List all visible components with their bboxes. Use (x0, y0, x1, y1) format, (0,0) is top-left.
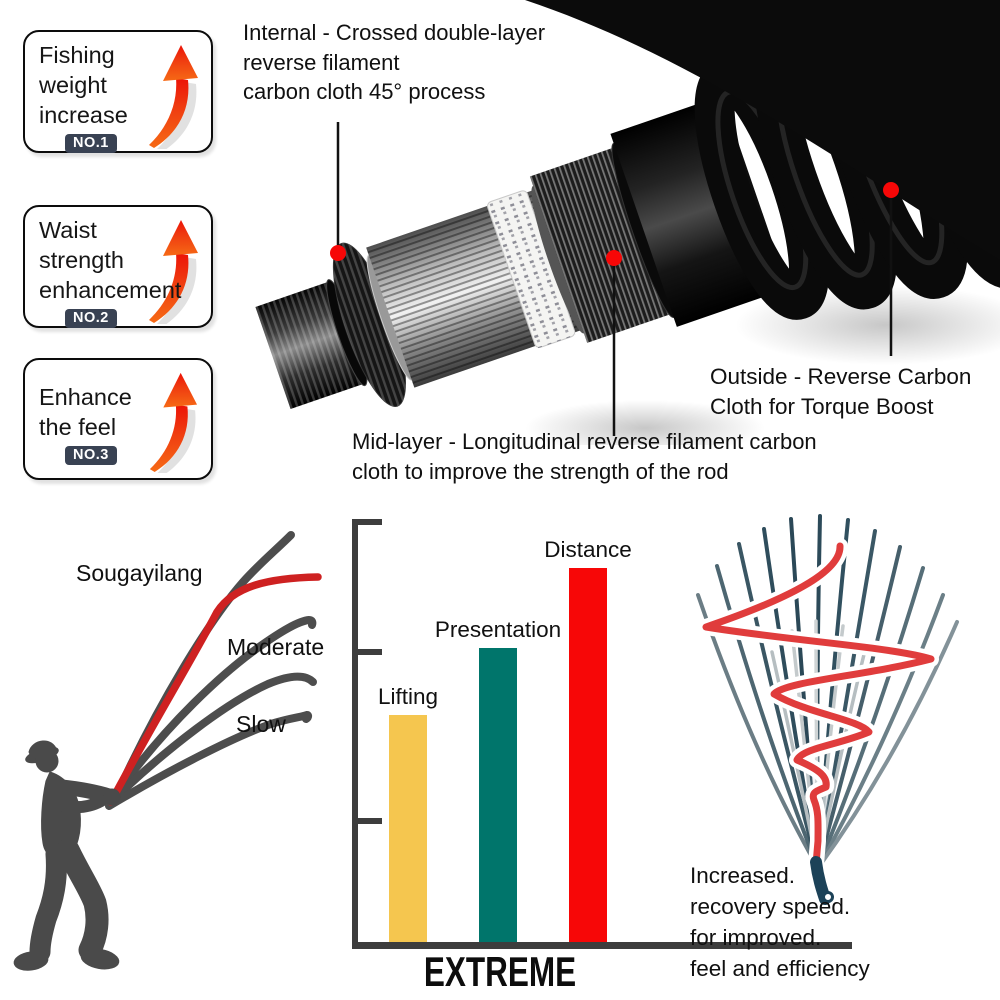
feature-2-line1: Waist (39, 217, 97, 243)
feature-3-badge: NO.3 (65, 446, 117, 465)
recovery-line2: recovery speed. (690, 894, 851, 919)
rod-butt-ring (822, 891, 834, 903)
curve-sougayilang-red (107, 573, 322, 806)
feature-3-line1: Enhance (39, 384, 132, 410)
chart-y-axis (352, 519, 358, 949)
chart-column-distance: Distance (508, 537, 668, 942)
feature-3-line2: the feel (39, 414, 117, 440)
rod-action-comparison-illustration (13, 531, 322, 971)
feature-2-line3: enhancement (39, 277, 182, 303)
chart-bar-distance (569, 568, 607, 942)
curve-slow (105, 710, 313, 810)
label-moderate: Moderate (227, 634, 325, 660)
annotation-internal-line3: carbon cloth 45° process (243, 79, 486, 104)
bar-label-lifting: Lifting (377, 684, 439, 709)
chart-y-tick (352, 818, 382, 824)
rod-cutaway-illustration (255, 0, 1000, 445)
chart-y-tick (352, 519, 382, 525)
damped-wave (698, 538, 939, 872)
annotation-internal-line2: reverse filament (243, 49, 400, 75)
recovery-note: Increased. recovery speed. for improved.… (690, 860, 870, 984)
feature-box-3: Enhance the feel NO.3 (23, 358, 213, 480)
recovery-oscillation-illustration (696, 514, 959, 905)
recovery-line1: Increased. (690, 863, 796, 888)
annotation-mid-layer: Mid-layer - Longitudinal reverse filamen… (352, 427, 817, 486)
chart-bar-lifting (389, 715, 427, 942)
internal-marker-dot (330, 245, 346, 261)
label-sougayilang: Sougayilang (76, 560, 203, 586)
annotation-outside-line1: Outside - Reverse Carbon (710, 364, 972, 389)
fisherman-hand (103, 788, 121, 806)
chart-x-axis (352, 942, 852, 949)
annotation-internal-line1: Internal - Crossed double-layer (243, 20, 546, 45)
feature-2-line2: strength (39, 247, 124, 273)
feature-1-line3: increase (39, 102, 128, 128)
fisherman-silhouette (13, 740, 120, 971)
feature-1-badge: NO.1 (65, 134, 117, 153)
recovery-line4: feel and efficiency (690, 956, 870, 981)
chart-bar-presentation (479, 648, 517, 942)
feature-1-line1: Fishing (39, 42, 115, 68)
chart-column-lifting: Lifting (328, 684, 488, 942)
bar-label-distance: Distance (544, 537, 632, 562)
up-arrow-icon (149, 220, 198, 324)
curve-mid-gray (108, 672, 317, 805)
rod-outer-mass (525, 0, 1000, 260)
feature-1-line2: weight (39, 72, 107, 98)
chart-x-axis-title: EXTREME (423, 948, 577, 995)
label-slow: Slow (236, 711, 286, 737)
outside-marker-dot (883, 182, 899, 198)
chart-column-presentation: Presentation (418, 617, 578, 942)
annotation-mid-layer-line2: cloth to improve the strength of the rod (352, 458, 729, 484)
chart-y-tick (352, 649, 382, 655)
mid-layer-marker-dot (606, 250, 622, 266)
up-arrow-icon (149, 45, 198, 149)
feature-box-2: Waist strength enhancement NO.2 (23, 205, 213, 328)
annotation-outside: Outside - Reverse Carbon Cloth for Torqu… (710, 362, 971, 422)
annotation-mid-layer-line1: Mid-layer - Longitudinal reverse filamen… (352, 429, 817, 454)
annotation-outside-line2: Cloth for Torque Boost (710, 394, 934, 419)
feature-2-badge: NO.2 (65, 309, 117, 328)
up-arrow-icon (149, 372, 198, 473)
rod-soft-shadow (525, 400, 765, 445)
annotation-internal: Internal - Crossed double-layer reverse … (243, 18, 545, 107)
feature-box-1: Fishing weight increase NO.1 (23, 30, 213, 153)
bar-label-presentation: Presentation (434, 617, 562, 642)
curve-moderate (110, 615, 317, 801)
recovery-line3: for improved. (690, 925, 822, 950)
